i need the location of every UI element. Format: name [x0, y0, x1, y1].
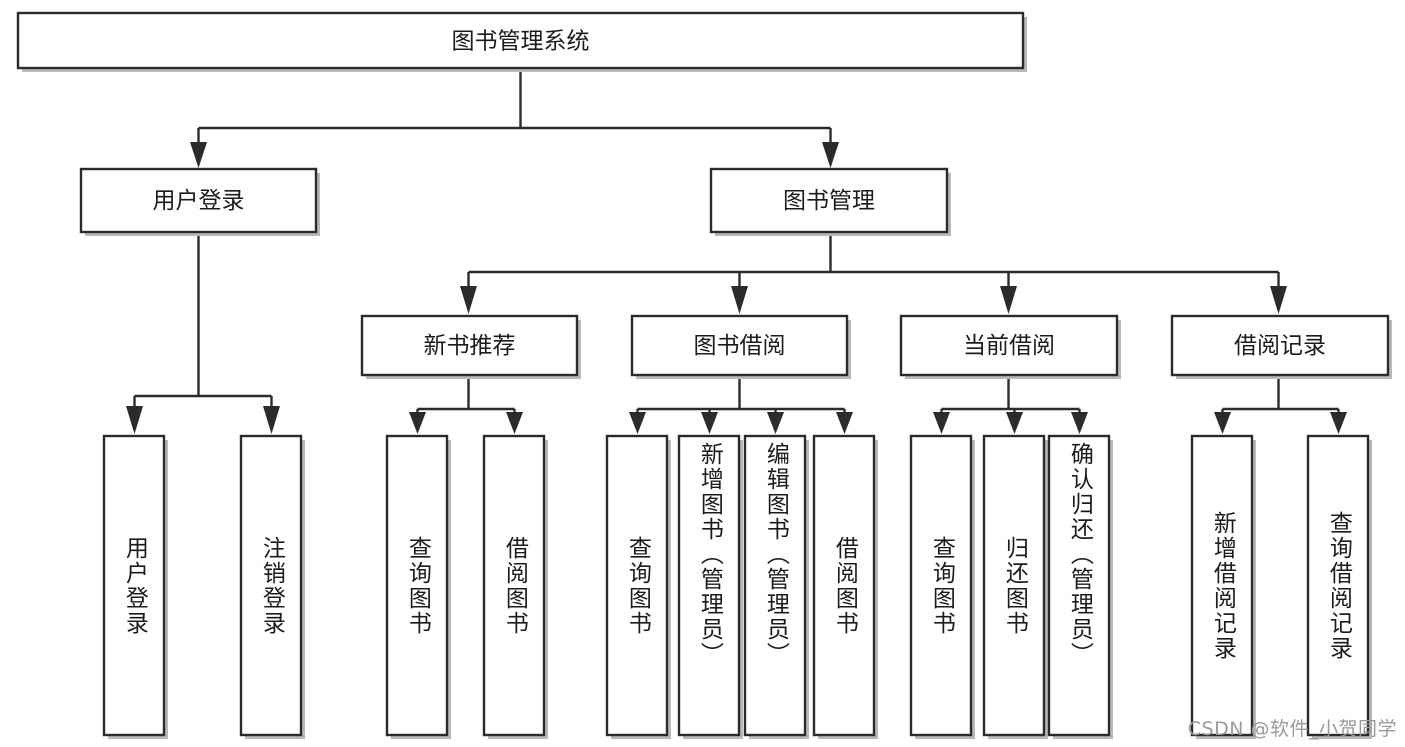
watermark-text: CSDN @软件_小贺同学	[1187, 718, 1397, 740]
node-leaf-query-borrow-record-rect[interactable]	[1306, 434, 1370, 737]
node-book-borrow[interactable]: 图书借阅	[630, 314, 851, 379]
node-leaf-user-login-rect[interactable]	[102, 434, 166, 737]
arrow-head-user-login	[190, 142, 207, 168]
node-borrow-record[interactable]: 借阅记录	[1170, 314, 1392, 379]
arrow-head-leaf-borrow-book	[836, 412, 853, 434]
node-book-borrow-label: 图书借阅	[694, 333, 786, 359]
node-leaf-user-logout-rect[interactable]	[239, 434, 303, 737]
node-leaf-return-book-rect[interactable]	[982, 434, 1046, 737]
arrow-head-new-book-recommend	[460, 286, 477, 314]
arrow-head-leaf-return-book	[1006, 412, 1023, 434]
node-borrow-record-rect[interactable]	[1170, 314, 1390, 377]
node-leaf-query-book-current-rect[interactable]	[909, 434, 973, 737]
arrow-head-book-borrow	[731, 286, 748, 314]
node-new-book-recommend[interactable]: 新书推荐	[360, 314, 581, 379]
node-leaf-borrow-book-recommend-rect[interactable]	[482, 434, 546, 737]
node-leaf-add-borrow-record-rect[interactable]	[1190, 434, 1254, 737]
node-book-manage[interactable]: 图书管理	[709, 167, 951, 236]
arrow-head-leaf-user-logout	[263, 406, 280, 434]
connector-group	[126, 68, 1347, 434]
arrow-head-leaf-edit-book-admin	[767, 412, 784, 434]
node-new-book-recommend-label: 新书推荐	[424, 333, 516, 359]
node-leaf-query-book-current[interactable]	[909, 434, 975, 739]
arrow-head-leaf-borrow-book-recommend	[506, 412, 523, 434]
node-leaf-add-borrow-record[interactable]	[1190, 434, 1256, 739]
arrow-head-current-borrow	[1000, 286, 1017, 314]
node-leaf-user-login[interactable]	[102, 434, 168, 739]
node-book-borrow-rect[interactable]	[630, 314, 849, 377]
node-borrow-record-label: 借阅记录	[1234, 333, 1326, 359]
node-user-login[interactable]: 用户登录	[79, 167, 320, 236]
node-leaf-user-logout[interactable]	[239, 434, 305, 739]
node-leaf-query-book-recommend-rect[interactable]	[385, 434, 449, 737]
node-book-manage-label: 图书管理	[783, 188, 875, 214]
node-current-borrow-label: 当前借阅	[963, 333, 1055, 359]
node-leaf-borrow-book-rect[interactable]	[812, 434, 876, 737]
node-leaf-borrow-book[interactable]	[812, 434, 878, 739]
node-current-borrow-rect[interactable]	[899, 314, 1119, 377]
node-leaf-edit-book-admin[interactable]	[743, 434, 809, 739]
arrow-head-leaf-query-book-current	[933, 412, 950, 434]
node-leaf-edit-book-admin-rect[interactable]	[743, 434, 807, 737]
node-current-borrow[interactable]: 当前借阅	[899, 314, 1121, 379]
node-leaf-confirm-return-admin-rect[interactable]	[1047, 434, 1111, 737]
node-user-login-label: 用户登录	[153, 188, 245, 214]
node-leaf-query-book-recommend[interactable]	[385, 434, 451, 739]
node-leaf-add-book-admin[interactable]	[677, 434, 743, 739]
node-root-label: 图书管理系统	[452, 29, 590, 55]
arrow-head-book-manage	[822, 142, 839, 168]
node-leaf-borrow-book-recommend[interactable]	[482, 434, 548, 739]
leaf-boxes-group	[102, 434, 1372, 739]
node-new-book-recommend-rect[interactable]	[360, 314, 579, 377]
node-user-login-rect[interactable]	[79, 167, 318, 234]
arrow-head-leaf-user-login	[126, 406, 143, 434]
arrow-head-leaf-add-book-admin	[701, 412, 718, 434]
arrow-head-leaf-query-book-borrow	[629, 412, 646, 434]
arrow-head-leaf-query-borrow-record	[1330, 412, 1347, 434]
arrow-head-leaf-query-book-recommend	[409, 412, 426, 434]
node-root-rect[interactable]	[16, 11, 1025, 70]
arrow-head-borrow-record	[1270, 286, 1287, 314]
node-leaf-add-book-admin-rect[interactable]	[677, 434, 741, 737]
node-leaf-query-book-borrow-rect[interactable]	[605, 434, 669, 737]
node-root[interactable]: 图书管理系统	[16, 11, 1027, 72]
node-leaf-query-book-borrow[interactable]	[605, 434, 671, 739]
node-book-manage-rect[interactable]	[709, 167, 949, 234]
arrow-head-leaf-confirm-return-admin	[1071, 412, 1088, 434]
node-leaf-query-borrow-record[interactable]	[1306, 434, 1372, 739]
node-leaf-return-book[interactable]	[982, 434, 1048, 739]
arrow-head-leaf-add-borrow-record	[1214, 412, 1231, 434]
node-leaf-confirm-return-admin[interactable]	[1047, 434, 1113, 739]
